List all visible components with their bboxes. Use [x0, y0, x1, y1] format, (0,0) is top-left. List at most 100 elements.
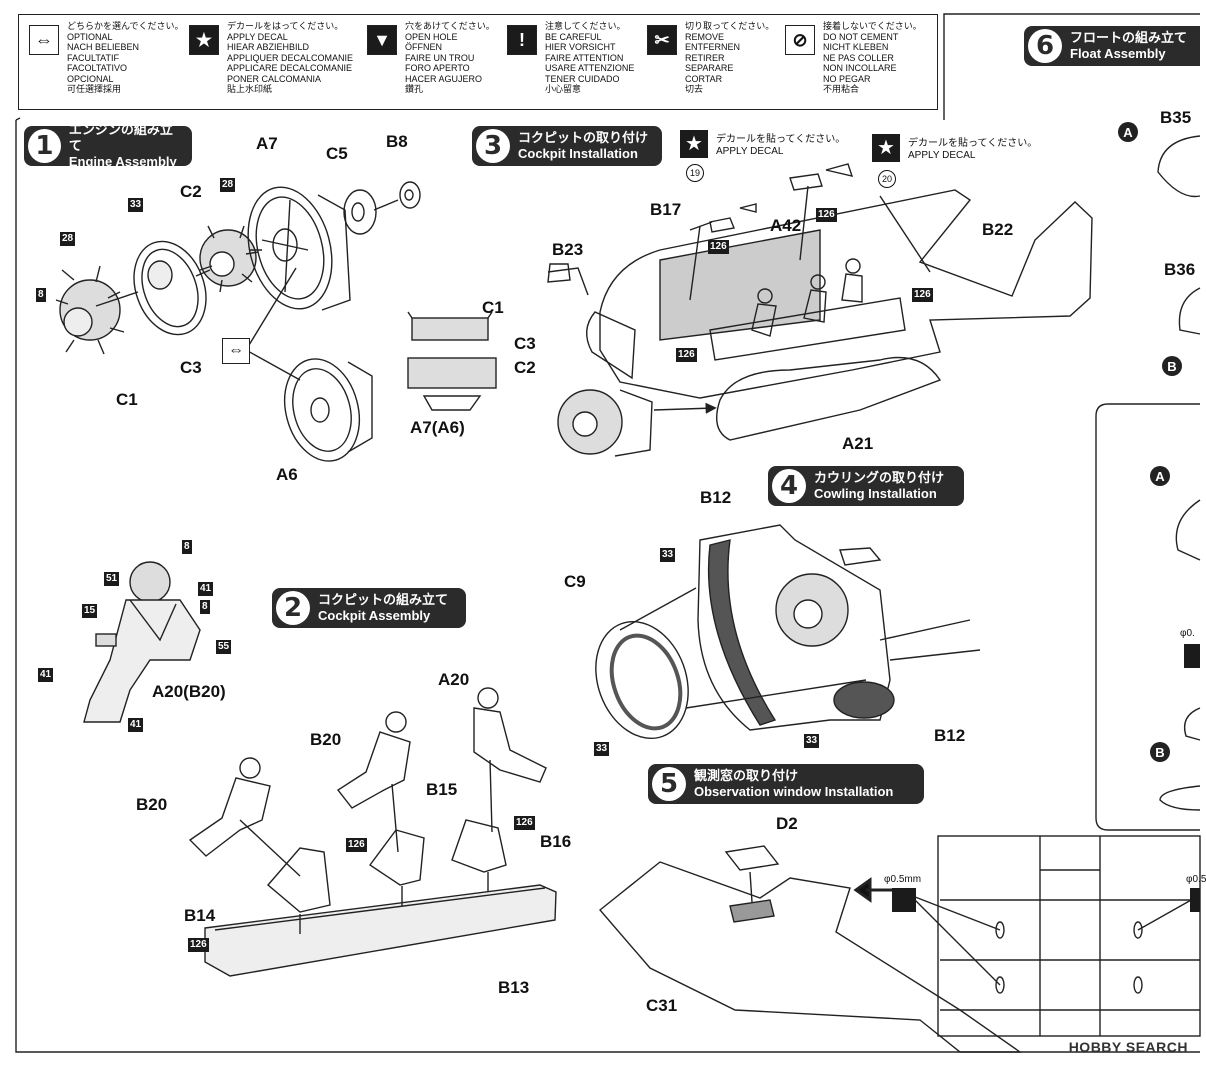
part-label: B20: [310, 730, 342, 749]
decal-note-en: APPLY DECAL: [716, 146, 784, 157]
part-label: B20: [136, 795, 168, 814]
engine-side-view: [407, 311, 497, 411]
step-title-jp: コクピットの組み立て: [318, 592, 449, 607]
legend-line: CORTAR: [685, 73, 723, 84]
decal-note-1: ★ デカールを貼ってください。APPLY DECAL: [680, 130, 850, 160]
step-number: 3: [476, 129, 510, 163]
color-tag: 51: [104, 572, 120, 586]
legend-line: HACER AGUJERO: [405, 73, 483, 84]
legend-line: 不用粘合: [823, 84, 860, 94]
seat-b14: [267, 847, 331, 934]
part-label: C1: [482, 298, 504, 317]
seat-b15: [368, 829, 425, 906]
part-label: C31: [646, 996, 678, 1015]
step-title-jp: 観測窓の取り付け: [694, 768, 799, 783]
step-title-en: Float Assembly: [1070, 46, 1166, 61]
cowl-a21: [716, 356, 942, 441]
variant-marker: B: [1150, 742, 1170, 762]
seat-bench-b13: [204, 884, 557, 977]
step-title-en: Engine Assembly: [68, 154, 177, 169]
color-tag: 41: [198, 582, 214, 596]
color-tag: 33: [804, 734, 820, 748]
legend-line: 切り取ってください。: [685, 21, 775, 31]
color-tag: 126: [676, 348, 697, 362]
hole-size-label: φ0.5: [1186, 874, 1206, 885]
color-tag: 28: [220, 178, 236, 192]
part-label: B23: [552, 240, 584, 259]
color-tag: 8: [36, 288, 46, 302]
legend-line: 可任選擇採用: [67, 84, 122, 94]
hole-size-label: φ0.5mm: [884, 874, 922, 885]
step-title-en: Cowling Installation: [814, 486, 937, 501]
legend-box: ⇔ どちらかを選んでください。 OPTIONAL NACH BELIEBEN F…: [18, 14, 938, 110]
color-tag: 126: [708, 240, 729, 254]
part-label: A6: [276, 465, 298, 484]
legend-line: FAIRE UN TROU: [405, 52, 475, 63]
decal-note-jp: デカールを貼ってください。: [908, 138, 1038, 149]
cowling-installation: [697, 524, 981, 731]
legend-line: USARE ATTENZIONE: [545, 63, 635, 73]
part-label: B17: [650, 200, 682, 219]
part-label: C5: [326, 144, 348, 163]
legend-line: FORO APERTO: [405, 63, 470, 73]
legend-line: 穴をあけてください。: [405, 21, 495, 31]
pilot-figure-large: [83, 561, 201, 723]
legend-line: APPLIQUER DECALCOMANIE: [227, 52, 354, 63]
part-label: B16: [540, 832, 572, 851]
legend-line: PONER CALCOMANIA: [227, 73, 322, 84]
legend-line: デカールをはってください。: [227, 21, 344, 31]
legend-line: ENTFERNEN: [685, 42, 741, 52]
decal-number-19: 19: [686, 164, 704, 182]
fuselage-b22: [586, 189, 1093, 441]
legend-line: NICHT KLEBEN: [823, 42, 889, 52]
decal-note-jp: デカールを貼ってください。: [716, 134, 846, 145]
step-number: 1: [28, 129, 61, 163]
color-tag: 33: [128, 198, 144, 212]
part-label: C2: [180, 182, 202, 201]
step-title-en: Cockpit Installation: [518, 146, 638, 161]
color-tag: 55: [216, 640, 232, 654]
part-label: A20(B20): [152, 682, 226, 701]
legend-line: FAIRE ATTENTION: [545, 52, 624, 63]
step-title-en: Cockpit Assembly: [318, 608, 431, 623]
watermark: HOBBY SEARCH: [1068, 1039, 1188, 1055]
legend-line: NO PEGAR: [823, 73, 871, 84]
part-label: B36: [1164, 260, 1196, 279]
cut-icon: ✂: [647, 25, 677, 55]
pilot-figures-s3: [751, 258, 863, 337]
drill-detail: [909, 835, 1201, 1037]
part-label: B14: [184, 906, 216, 925]
legend-line: DO NOT CEMENT: [823, 31, 899, 42]
page-border: [15, 120, 1200, 1053]
float-sub-panel: [1095, 403, 1200, 831]
part-label: C3: [514, 334, 536, 353]
part-label: A7(A6): [410, 418, 465, 437]
legend-line: ÖFFNEN: [405, 42, 442, 52]
step-number: 4: [772, 469, 806, 503]
color-tag: 126: [188, 938, 209, 952]
step-number: 5: [652, 767, 686, 801]
color-tag: 28: [60, 232, 76, 246]
variant-marker: B: [1162, 356, 1182, 376]
color-tag: 33: [594, 742, 610, 756]
step-title-jp: エンジンの組み立て: [68, 122, 173, 153]
legend-line: NE PAS COLLER: [823, 52, 894, 63]
legend-line: TENER CUIDADO: [545, 73, 620, 84]
legend-line: 貼上水印紙: [227, 84, 273, 94]
decal-note-en: APPLY DECAL: [908, 150, 976, 161]
float-panel-border: [943, 13, 1200, 120]
caution-icon: !: [507, 25, 537, 55]
engine-s3: [557, 389, 653, 457]
legend-line: FACOLTATIVO: [67, 63, 128, 73]
color-tag: 15: [82, 604, 98, 618]
star-icon: ★: [872, 134, 900, 162]
legend-line: REMOVE: [685, 31, 725, 42]
legend-line: OPEN HOLE: [405, 31, 458, 42]
cowling-a7: [247, 186, 351, 311]
legend-line: どちらかを選んでください。: [67, 21, 184, 31]
part-label: A42: [770, 216, 802, 235]
part-label: A20: [438, 670, 470, 689]
